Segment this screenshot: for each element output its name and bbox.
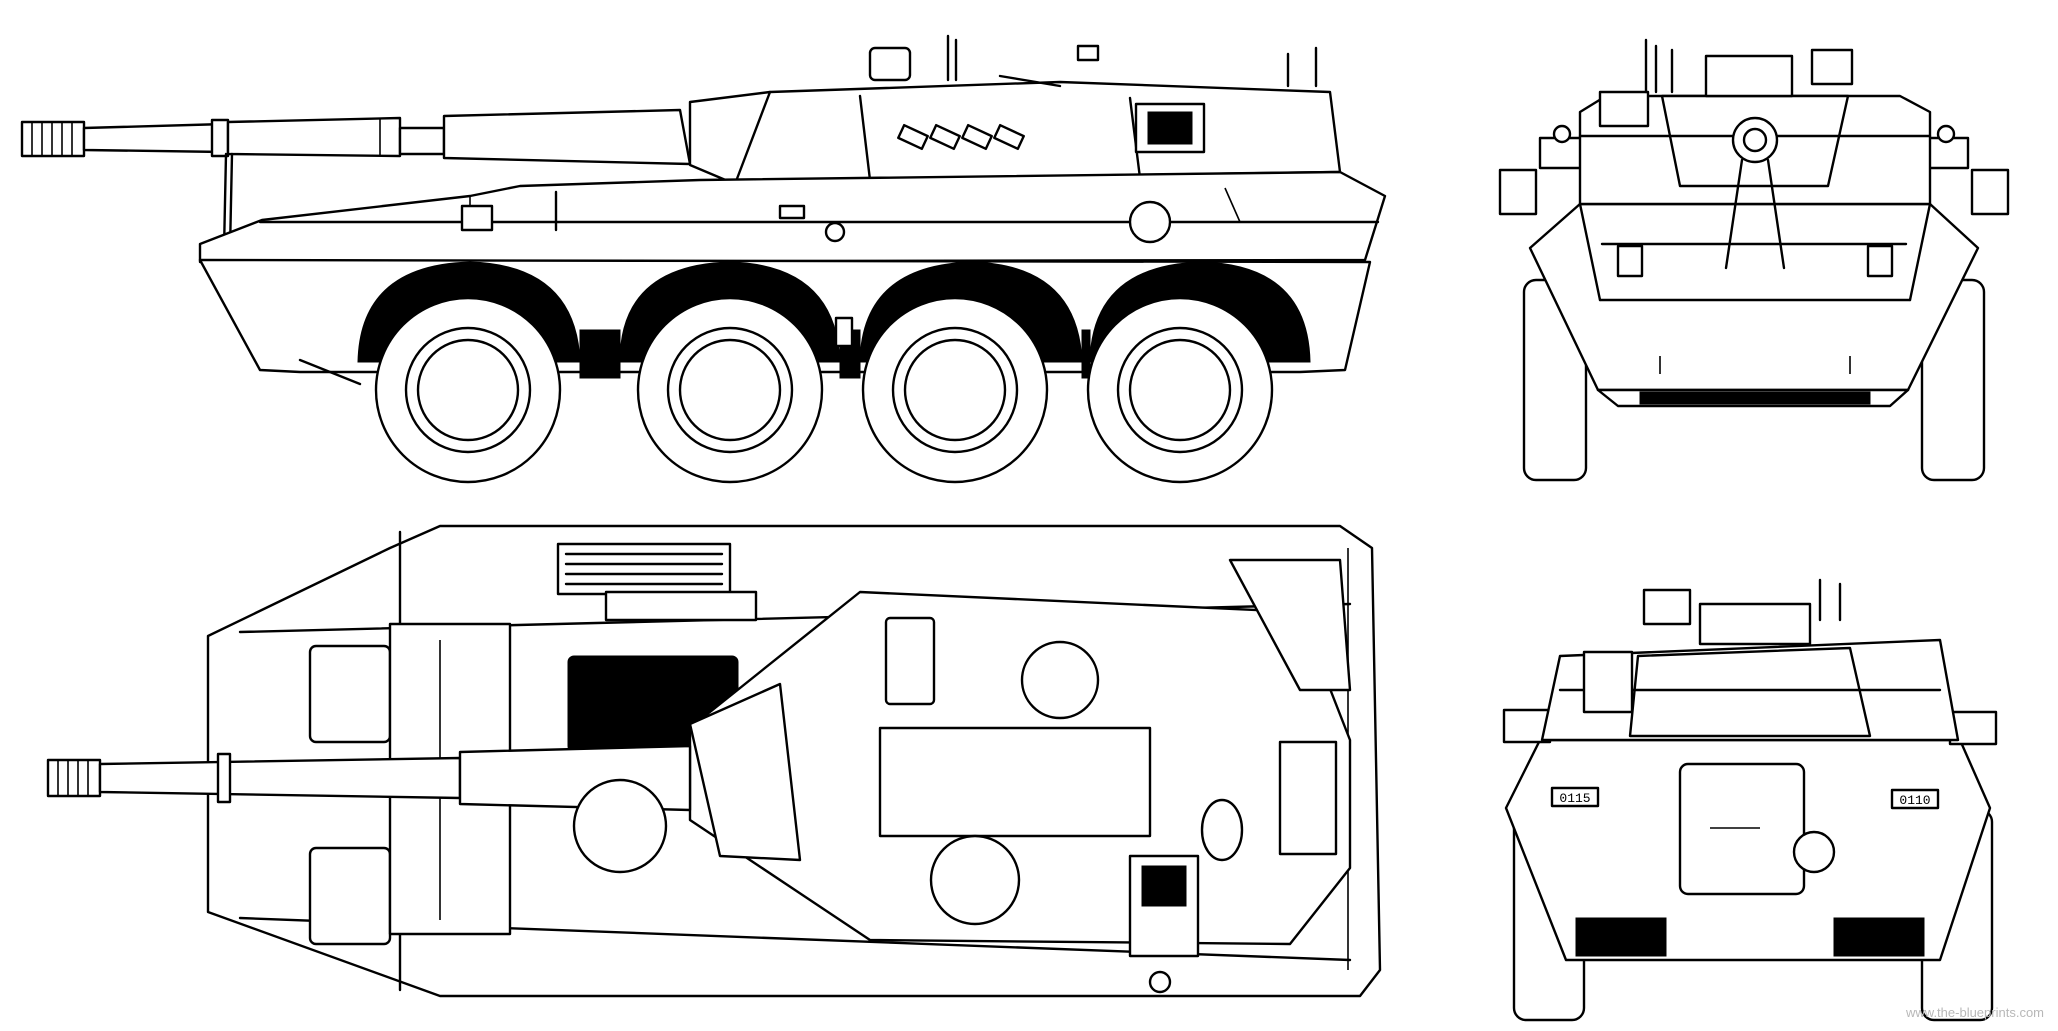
svg-text:0110: 0110 [1899, 793, 1930, 808]
svg-text:0115: 0115 [1559, 791, 1590, 806]
rear-view: 0115 0110 [1502, 578, 1998, 1022]
side-gun-barrel [82, 108, 692, 166]
side-turret [688, 34, 1342, 186]
side-wheel-2 [636, 296, 824, 484]
side-wheel-4 [1086, 296, 1274, 484]
side-view [20, 34, 1387, 484]
side-upper-hull [198, 170, 1387, 264]
side-muzzle-brake [20, 120, 86, 158]
side-wheel-1 [374, 296, 562, 484]
top-turret [688, 590, 1352, 958]
side-wheel-3 [861, 296, 1049, 484]
top-engine-grille [556, 542, 739, 753]
side-smoke-launchers [897, 123, 1025, 151]
watermark: www.the-blueprints.com [1906, 1005, 2044, 1020]
top-commander-hatch [1020, 640, 1100, 720]
top-gunner-hatch [929, 834, 1021, 926]
rear-door [1678, 762, 1806, 896]
rear-plate-left: 0115 [1550, 786, 1600, 808]
front-view [1498, 38, 2010, 482]
rear-plate-right: 0110 [1890, 788, 1940, 810]
top-view [46, 524, 1382, 998]
